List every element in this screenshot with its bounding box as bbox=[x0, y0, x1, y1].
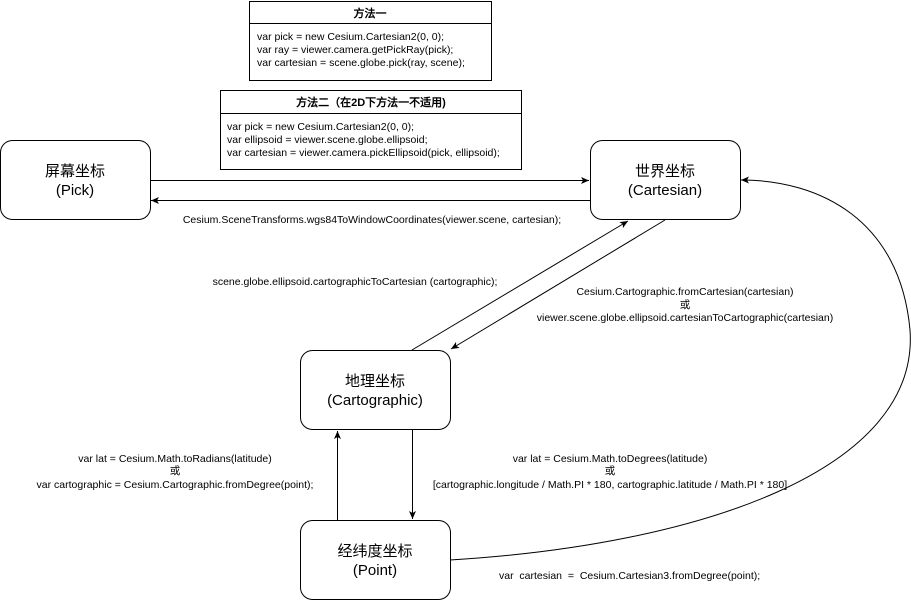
node-screen[interactable]: 屏幕坐标 (Pick) bbox=[0, 140, 151, 220]
label-world-to-carto: Cesium.Cartographic.fromCartesian(cartes… bbox=[576, 286, 793, 298]
node-world-subtitle: (Cartesian) bbox=[628, 182, 702, 199]
label-world-to-carto: 或 bbox=[680, 299, 691, 311]
edge-world-to-carto bbox=[450, 219, 666, 350]
node-point[interactable]: 经纬度坐标 (Point) bbox=[300, 520, 451, 600]
method1-line: var ray = viewer.camera.getPickRay(pick)… bbox=[257, 44, 453, 56]
method1-line: var pick = new Cesium.Cartesian2(0, 0); bbox=[257, 31, 444, 43]
label-point-to-world: var cartesian = Cesium.Cartesian3.fromDe… bbox=[499, 570, 760, 582]
method1-line: var cartesian = scene.globe.pick(ray, sc… bbox=[257, 57, 465, 69]
label-point-to-carto: var cartographic = Cesium.Cartographic.f… bbox=[37, 479, 314, 491]
label-world-to-screen: Cesium.SceneTransforms.wgs84ToWindowCoor… bbox=[183, 214, 561, 226]
label-carto-to-world: scene.globe.ellipsoid.cartographicToCart… bbox=[213, 276, 498, 288]
label-world-to-carto: viewer.scene.globe.ellipsoid.cartesianTo… bbox=[537, 312, 834, 324]
node-carto[interactable]: 地理坐标 (Cartographic) bbox=[300, 350, 451, 430]
node-screen-title: 屏幕坐标 bbox=[45, 163, 105, 180]
label-carto-to-point: var lat = Cesium.Math.toDegrees(latitude… bbox=[513, 453, 708, 465]
node-point-title: 经纬度坐标 bbox=[337, 543, 412, 560]
method2-title: 方法二（在2D下方法一不适用) bbox=[296, 95, 446, 109]
edge-point-to-world bbox=[449, 176, 911, 561]
node-point-subtitle: (Point) bbox=[353, 562, 397, 579]
method2-box: 方法二（在2D下方法一不适用) var pick = new Cesium.Ca… bbox=[220, 90, 522, 170]
label-carto-to-point: [cartographic.longitude / Math.PI * 180,… bbox=[433, 479, 787, 491]
edge-carto-to-world bbox=[411, 220, 629, 351]
label-carto-to-point: 或 bbox=[605, 465, 616, 477]
node-world-title: 世界坐标 bbox=[635, 163, 695, 180]
method2-line: var cartesian = viewer.camera.pickEllips… bbox=[227, 147, 500, 159]
method2-line: var pick = new Cesium.Cartesian2(0, 0); bbox=[227, 121, 414, 133]
node-carto-title: 地理坐标 bbox=[345, 373, 405, 390]
node-screen-subtitle: (Pick) bbox=[56, 182, 94, 199]
node-world[interactable]: 世界坐标 (Cartesian) bbox=[590, 140, 741, 220]
method1-title: 方法一 bbox=[354, 6, 387, 20]
label-point-to-carto: 或 bbox=[170, 465, 181, 477]
label-point-to-carto: var lat = Cesium.Math.toRadians(latitude… bbox=[78, 453, 271, 465]
node-carto-subtitle: (Cartographic) bbox=[327, 392, 423, 409]
method2-line: var ellipsoid = viewer.scene.globe.ellip… bbox=[227, 134, 428, 146]
method1-box: 方法一 var pick = new Cesium.Cartesian2(0, … bbox=[249, 1, 492, 81]
